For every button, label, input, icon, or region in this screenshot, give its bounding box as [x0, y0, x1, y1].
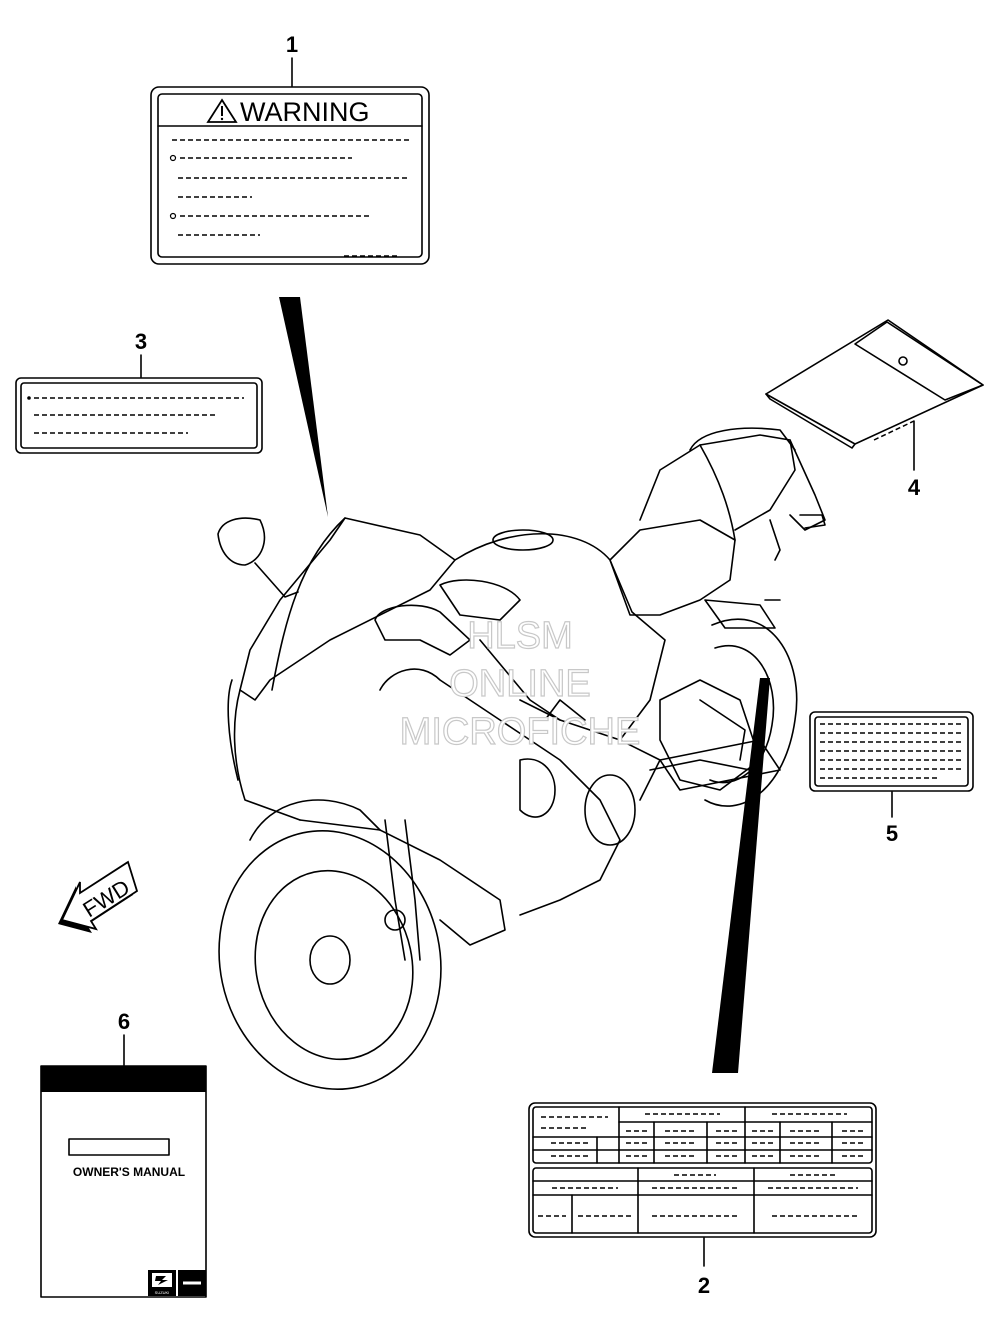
watermark-line-2: ONLINE [449, 663, 590, 705]
manual-title-box [68, 1138, 170, 1156]
callout-5: 5 [886, 821, 898, 846]
warning-triangle-icon [206, 98, 238, 123]
warning-label-outer [150, 86, 430, 265]
warning-title: WARNING [240, 97, 370, 127]
motorcycle-illustration [217, 427, 826, 1090]
fwd-arrow-icon: FWD [58, 860, 139, 933]
card-4-panel [854, 321, 984, 401]
manual-title: OWNER'S MANUAL [73, 1165, 185, 1179]
part-1-warning-label[interactable]: 1 WARNING [150, 32, 430, 265]
part-2-spec-label[interactable]: 2 [528, 1102, 877, 1298]
manual-top-band [41, 1066, 206, 1092]
label-3-inner [20, 382, 258, 449]
card-4-outline [765, 319, 984, 445]
part-6-owners-manual[interactable]: 6 OWNER'S MANUAL SUZUKI [40, 1009, 207, 1298]
spec-label-outer [528, 1102, 877, 1238]
leader-wedge-1 [279, 297, 328, 517]
spec-table-grid [532, 1106, 873, 1234]
label-3-text-lines [27, 396, 244, 434]
part-3-label[interactable]: 3 [15, 329, 263, 454]
card-4-edge [765, 393, 856, 449]
warning-label-inner [157, 93, 423, 258]
card-4-mark [873, 420, 915, 441]
callout-4: 4 [908, 475, 921, 500]
part-5-label[interactable]: 5 [809, 711, 974, 846]
leader-wedge-2 [712, 678, 770, 1073]
card-4-hole [898, 356, 908, 366]
watermark-line-3: MICROFICHE [400, 711, 641, 753]
warning-body-lines [169, 139, 410, 257]
watermark: HLSM ONLINE MICROFICHE [399, 614, 641, 753]
callout-3: 3 [135, 329, 147, 354]
spec-table-bottom [532, 1167, 873, 1234]
watermark-line-1: HLSM [467, 615, 573, 657]
spec-table-top [532, 1106, 873, 1164]
callout-6: 6 [118, 1009, 130, 1034]
part-4-card[interactable]: 4 [765, 319, 984, 500]
label-5-inner [814, 716, 969, 787]
suzuki-logo-icon: SUZUKI [148, 1270, 176, 1296]
callout-2: 2 [698, 1273, 710, 1298]
manual-cover [40, 1065, 207, 1298]
suzuki-logo-text: SUZUKI [155, 1290, 170, 1295]
label-5-outer [809, 711, 974, 792]
callout-1: 1 [286, 32, 298, 57]
label-5-text-lines [820, 723, 962, 779]
label-3-outer [15, 377, 263, 454]
